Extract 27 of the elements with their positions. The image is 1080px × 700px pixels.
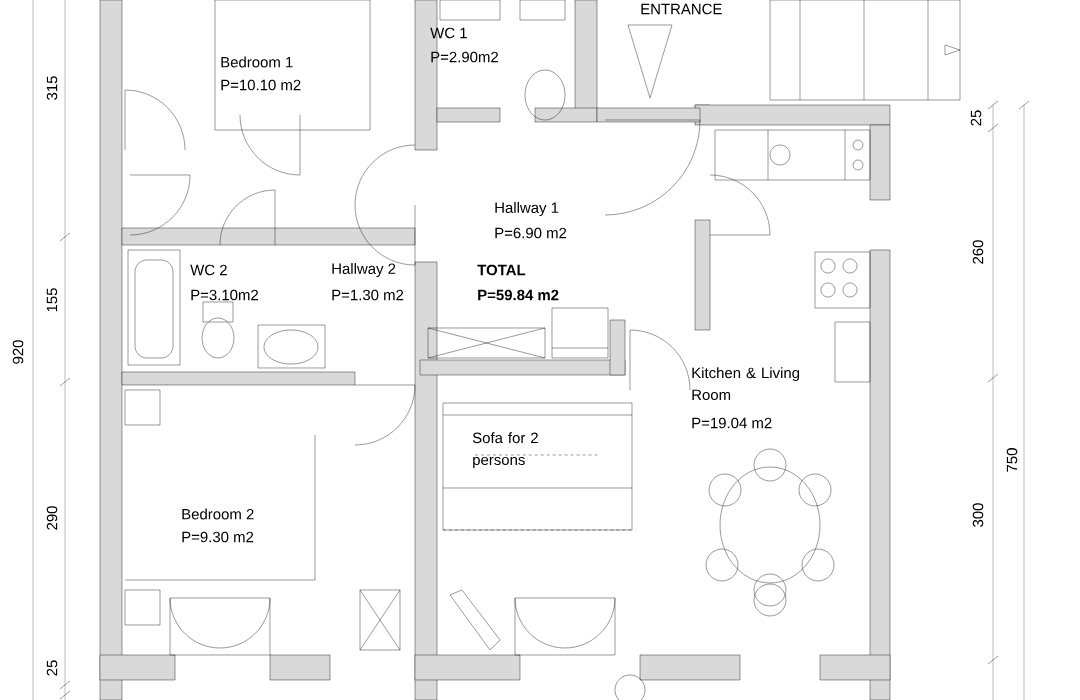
room-label: WC 2 xyxy=(190,264,227,276)
total-area-label: P=59.84 m2 xyxy=(478,289,559,301)
room-label: ENTRANCE xyxy=(641,3,722,15)
room-label: Bedroom 1 xyxy=(221,56,293,68)
room-label: Bedroom 2 xyxy=(182,508,254,520)
area-label: P=2.90m2 xyxy=(431,51,498,63)
room-label: Hallway 1 xyxy=(495,202,559,216)
total-label: TOTAL xyxy=(477,264,526,276)
dimension-label: 25 xyxy=(46,660,58,676)
dimension-label: 750 xyxy=(1006,448,1018,472)
dimension-label: 290 xyxy=(46,506,58,530)
area-label: P=19.04 m2 xyxy=(692,417,772,429)
area-label: P=3.10m2 xyxy=(191,289,258,301)
area-label: P=1.30 m2 xyxy=(332,289,404,301)
room-label: WC 1 xyxy=(430,27,467,39)
dimension-label: 300 xyxy=(972,503,984,527)
dimension-label: 315 xyxy=(46,76,58,100)
furniture-label: Sofa for 2 persons xyxy=(472,432,538,468)
area-label: P=6.90 m2 xyxy=(495,227,567,239)
dimension-label: 260 xyxy=(972,240,984,264)
dimension-label: 155 xyxy=(46,288,58,312)
dimension-label: 25 xyxy=(970,110,982,126)
area-label: P=9.30 m2 xyxy=(182,531,254,543)
dimension-label: 920 xyxy=(12,340,24,364)
room-label: Kitchen & Living Room xyxy=(692,367,800,401)
area-label: P=10.10 m2 xyxy=(221,79,301,91)
room-label: Hallway 2 xyxy=(332,263,396,277)
